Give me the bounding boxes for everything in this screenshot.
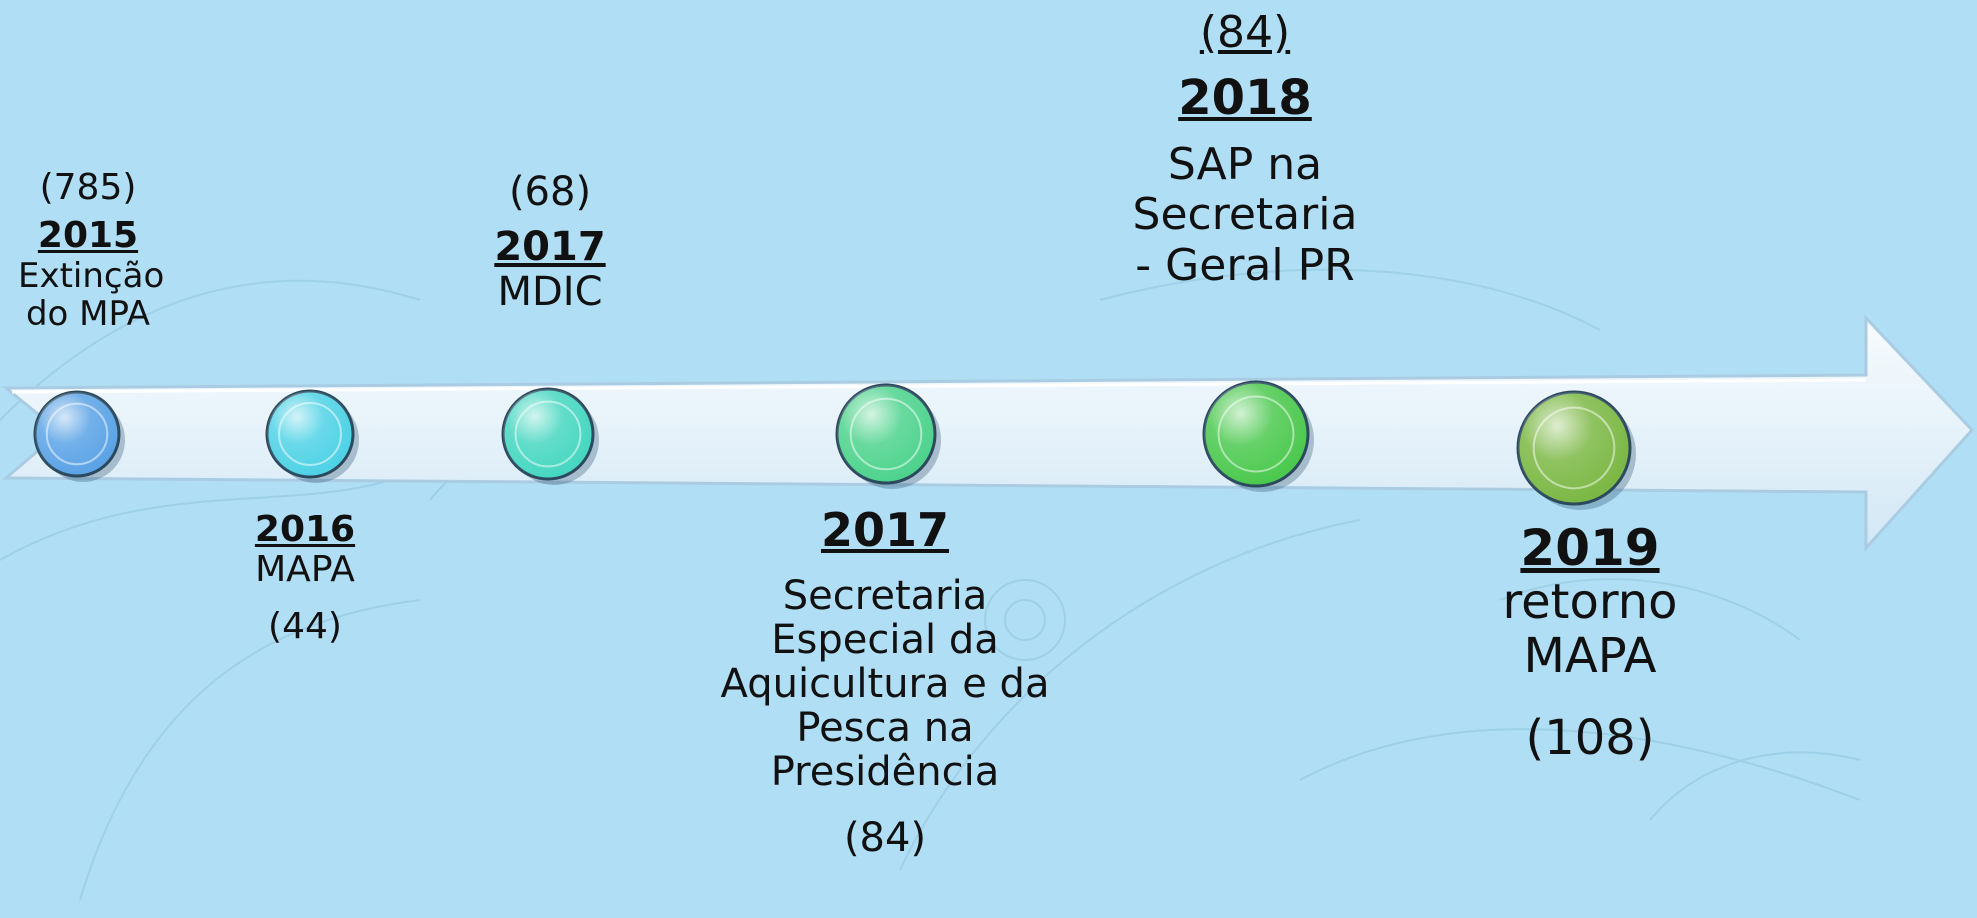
event-desc-line: Secretaria bbox=[1132, 189, 1358, 241]
event-count: (785) bbox=[39, 167, 137, 208]
timeline-dot bbox=[501, 387, 599, 485]
event-count: (84) bbox=[843, 814, 927, 861]
timeline-dot bbox=[265, 389, 359, 483]
event-2019-retorno: 2019 retorno MAPA (108) bbox=[1470, 520, 1710, 765]
event-count: (44) bbox=[268, 605, 342, 647]
event-desc-line: Presidência bbox=[770, 748, 1000, 795]
event-2018-sap: (84) 2018 SAP na Secretaria - Geral PR bbox=[1110, 7, 1380, 292]
timeline-dot bbox=[1202, 380, 1314, 492]
event-year: 2016 bbox=[254, 509, 356, 550]
event-count: (108) bbox=[1525, 709, 1655, 766]
event-desc-line: Secretaria bbox=[782, 572, 988, 619]
event-desc-line: MAPA bbox=[255, 549, 355, 591]
event-desc-line: MAPA bbox=[1523, 627, 1657, 684]
event-2015-extincao: (785) 2015 Extinção do MPA bbox=[18, 167, 165, 334]
event-year: 2015 bbox=[37, 215, 139, 257]
event-desc-line: MDIC bbox=[497, 268, 603, 315]
event-year: 2019 bbox=[1520, 519, 1660, 577]
timeline-dots bbox=[33, 380, 1636, 510]
event-desc-line: - Geral PR bbox=[1135, 239, 1355, 291]
background-fish-sketch bbox=[0, 268, 1861, 901]
event-desc-line: SAP na bbox=[1167, 138, 1323, 190]
timeline-dot bbox=[1516, 390, 1636, 510]
event-2017-secretaria: 2017 Secretaria Especial da Aquicultura … bbox=[700, 505, 1070, 860]
event-desc-line: Aquicultura e da bbox=[720, 660, 1050, 707]
event-count: (68) bbox=[508, 169, 592, 215]
event-2016-mapa: 2016 MAPA (44) bbox=[240, 509, 370, 647]
event-desc-line: Especial da bbox=[771, 616, 999, 663]
timeline-dot bbox=[835, 383, 941, 489]
event-year: 2017 bbox=[494, 223, 606, 270]
timeline-dot bbox=[33, 390, 125, 482]
event-desc-line: Pesca na bbox=[796, 704, 974, 751]
event-desc-line: retorno bbox=[1502, 574, 1678, 630]
event-year: 2018 bbox=[1178, 69, 1312, 126]
event-year: 2017 bbox=[820, 503, 950, 557]
event-desc-line: Extinção bbox=[18, 255, 165, 296]
event-2017-mdic: (68) 2017 MDIC bbox=[480, 170, 620, 314]
event-count: (84) bbox=[1199, 7, 1291, 58]
event-desc-line: do MPA bbox=[25, 293, 151, 334]
